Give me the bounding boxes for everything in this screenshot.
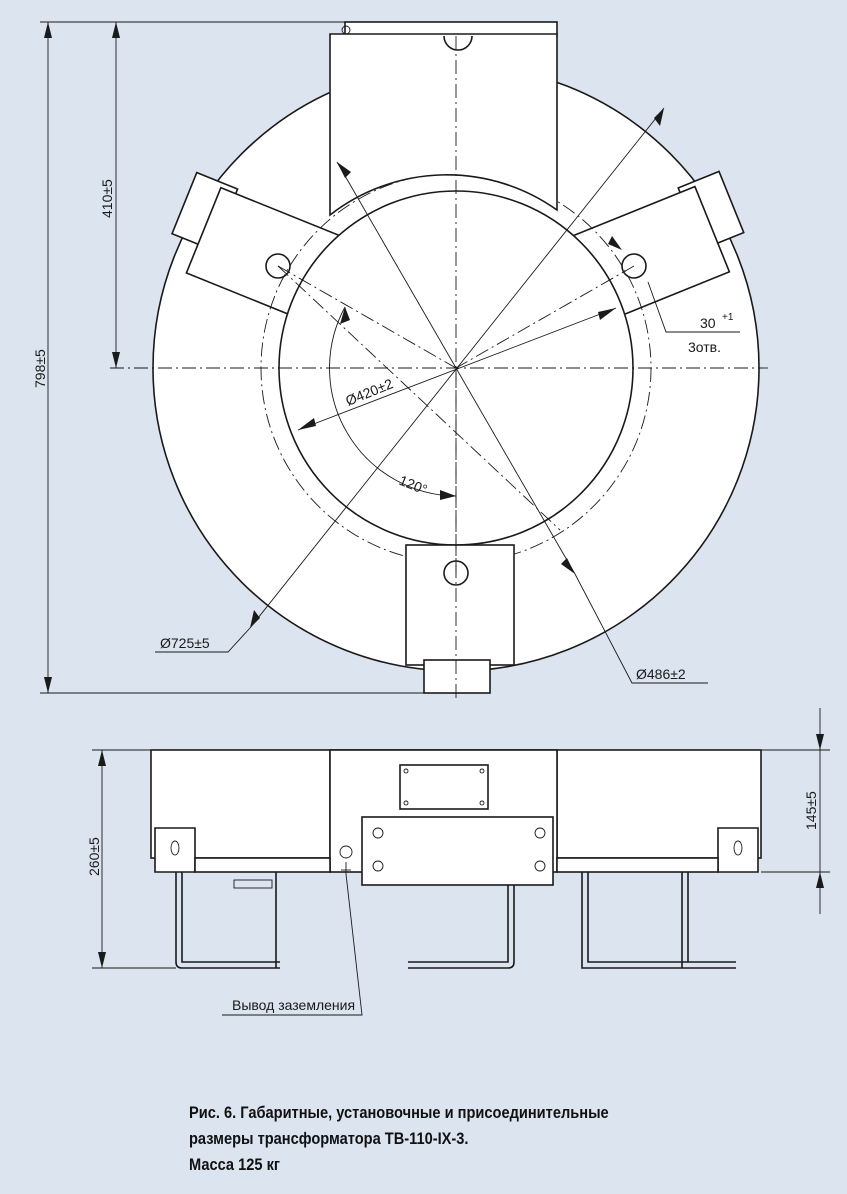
- dim-hole-size: 30: [700, 315, 716, 331]
- grounding-label: Вывод заземления: [232, 997, 355, 1013]
- caption-line-3: Масса 125 кг: [189, 1155, 280, 1174]
- foot-center: [408, 885, 515, 969]
- dim-bolt-circle-diameter: Ø486±2: [636, 666, 686, 682]
- mount-hole-right: [621, 253, 647, 279]
- dim-hole-tolerance: +1: [722, 312, 734, 323]
- foot-left: [175, 872, 280, 969]
- bottom-block: [405, 544, 515, 666]
- terminal-plate: [361, 816, 554, 886]
- nameplate: [399, 764, 489, 810]
- foot-right: [581, 872, 736, 969]
- caption-line-1: Рис. 6. Габаритные, установочные и присо…: [189, 1103, 609, 1122]
- dim-overall-height: 798±5: [32, 349, 48, 388]
- mount-hole-left: [265, 253, 291, 279]
- dim-hole-count: 3отв.: [688, 339, 721, 355]
- terminal-notch: [443, 35, 473, 51]
- side-view: [92, 708, 830, 1016]
- terminal-box: [329, 33, 558, 217]
- height-dimensions: [40, 21, 424, 694]
- figure-caption: Рис. 6. Габаритные, установочные и присо…: [189, 1100, 722, 1178]
- dim-upper-height: 410±5: [99, 179, 115, 218]
- bottom-tab: [423, 659, 491, 694]
- caption-line-2: размеры трансформатора ТВ-110-IX-3.: [189, 1129, 469, 1148]
- top-view: [110, 21, 768, 700]
- dim-outer-diameter: Ø725±5: [160, 635, 210, 651]
- dim-side-height-left: 260±5: [86, 837, 102, 876]
- grounding-terminal: [339, 845, 353, 859]
- dim-side-height-right: 145±5: [803, 791, 819, 830]
